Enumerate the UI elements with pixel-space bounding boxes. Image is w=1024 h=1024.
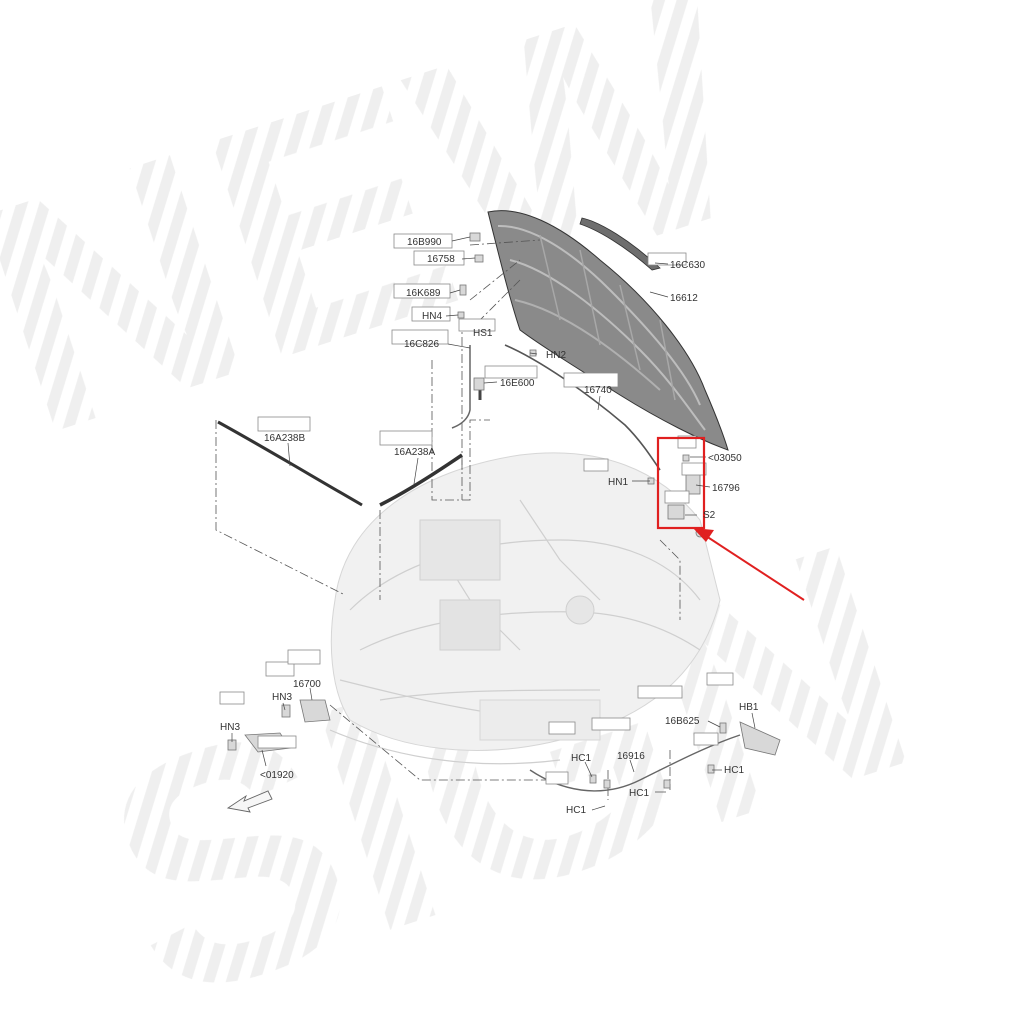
label-16758: 16758 [427,254,455,265]
label-16796: 16796 [712,483,740,494]
label-S2: S2 [703,510,716,521]
label-HC1-c: HC1 [629,788,649,799]
label-16C630: 16C630 [670,260,705,271]
label-16K689: 16K689 [406,288,441,299]
label-HC1-a: HC1 [571,753,591,764]
highlight-marker [656,436,805,601]
label-16A238A: 16A238A [394,447,435,458]
label-HN1: HN1 [608,477,628,488]
label-01920: <01920 [260,770,294,781]
hood-panel [487,210,729,451]
label-HC1-b: HC1 [724,765,744,776]
label-16E600: 16E600 [500,378,535,389]
label-16A238B: 16A238B [264,433,305,444]
label-16B625: 16B625 [665,716,700,727]
callout-boxes [219,233,734,785]
label-16916: 16916 [617,751,645,762]
label-HN3-upper: HN3 [272,692,292,703]
part-labels: 16B990 16758 16K689 HN4 16C826 HS1 HN2 1… [220,237,759,816]
label-HN2: HN2 [546,350,566,361]
weatherstrips [217,420,463,507]
label-16740: 16740 [584,385,612,396]
label-HS1: HS1 [473,328,493,339]
label-HN4: HN4 [422,311,442,322]
label-16C826: 16C826 [404,339,439,350]
label-HC1-d: HC1 [566,805,586,816]
label-16700: 16700 [293,679,321,690]
vehicle-body [329,452,721,765]
label-16612: 16612 [670,293,698,304]
label-16B990: 16B990 [407,237,442,248]
label-HB1: HB1 [739,702,759,713]
leader-lines [231,236,756,811]
label-HN3-lower: HN3 [220,722,240,733]
label-03050: <03050 [708,453,742,464]
svg-text:NEW: NEW [0,0,791,504]
